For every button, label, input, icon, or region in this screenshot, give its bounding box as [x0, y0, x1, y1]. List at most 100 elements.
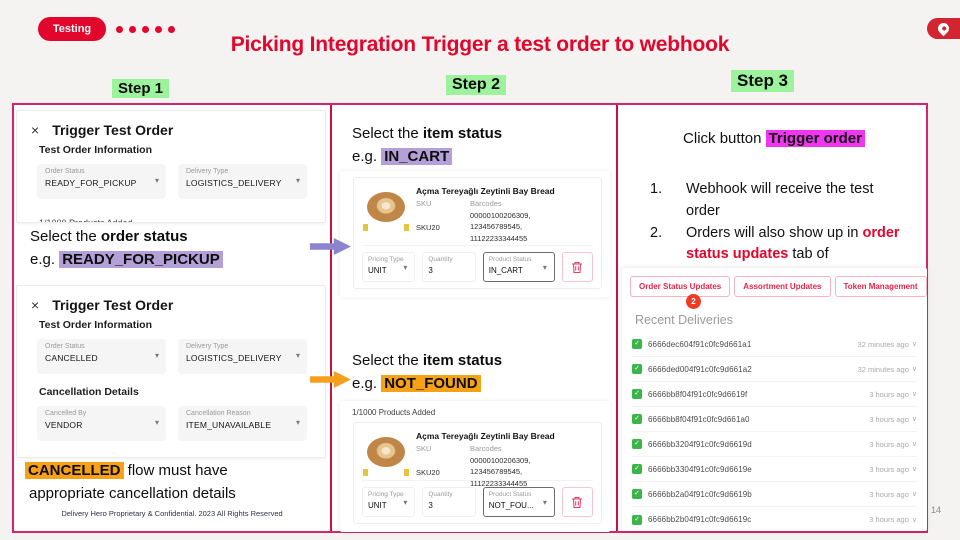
in-cart-highlight: IN_CART — [381, 148, 453, 166]
panel-divider — [616, 105, 618, 531]
barcode-value: 00000100206309, — [470, 211, 531, 220]
delivery-hero-pin-icon — [935, 20, 952, 37]
delivery-type-dropdown[interactable]: Delivery Type LOGISTICS_DELIVERY ▾ — [178, 164, 307, 199]
delete-item-button[interactable] — [561, 487, 594, 517]
quantity-field[interactable]: Quantity 3 — [422, 487, 476, 517]
chevron-down-icon: ▾ — [295, 351, 300, 360]
field-label: Delivery Type — [186, 168, 229, 175]
sku-label: SKU — [416, 444, 432, 453]
dot-icon — [142, 26, 149, 33]
product-status-dropdown[interactable]: Product Status IN_CART ▾ — [482, 252, 555, 282]
cancellation-reason-dropdown[interactable]: Cancellation Reason ITEM_UNAVAILABLE ▾ — [178, 406, 307, 441]
delete-item-button[interactable] — [561, 252, 594, 282]
slide-title: Picking Integration Trigger a test order… — [230, 33, 730, 56]
tab-assortment-updates[interactable]: Assortment Updates — [734, 276, 831, 297]
step2-label: Step 2 — [446, 75, 507, 95]
ready-for-pickup-highlight: READY_FOR_PICKUP — [59, 251, 223, 269]
trash-icon — [572, 496, 583, 508]
field-value: ITEM_UNAVAILABLE — [186, 420, 272, 430]
product-card-not-found: 1/1000 Products Added Açma Tereyağlı Zey… — [340, 401, 610, 532]
delivery-row[interactable]: ✓ 6666bb2a04f91c0fc9d6619b 3 hours ago ∨ — [632, 482, 917, 507]
not-found-highlight: NOT_FOUND — [381, 375, 481, 393]
chevron-down-icon[interactable]: ∨ — [911, 466, 917, 473]
close-icon[interactable]: × — [31, 297, 40, 313]
delivery-row[interactable]: ✓ 6666bb3204f91c0fc9d6619d 3 hours ago ∨ — [632, 432, 917, 457]
order-status-updates-emphasis: order status updates — [686, 224, 900, 263]
products-added-counter: 1/1000 Products Added — [352, 408, 436, 417]
sku-value: SKU20 — [416, 223, 440, 232]
price-tag-icon — [363, 224, 368, 231]
bread-photo — [367, 192, 405, 222]
product-name: Açma Tereyağlı Zeytinli Bay Bread — [416, 186, 555, 196]
chevron-down-icon[interactable]: ∨ — [911, 516, 917, 524]
delivery-row[interactable]: ✓ 6666bb2b04f91c0fc9d6619c 3 hours ago ∨ — [632, 507, 917, 532]
dot-icon — [129, 26, 136, 33]
field-value: LOGISTICS_DELIVERY — [186, 353, 282, 363]
chevron-down-icon[interactable]: ∨ — [911, 391, 917, 398]
product-status-dropdown[interactable]: Product Status NOT_FOU... ▾ — [482, 487, 555, 517]
barcode-value: 123456789545, — [470, 467, 523, 477]
field-label: Order Status — [45, 168, 85, 175]
delivery-type-dropdown[interactable]: Delivery Type LOGISTICS_DELIVERY ▾ — [178, 339, 307, 374]
bread-photo — [367, 437, 405, 467]
delivery-row[interactable]: ✓ 6666bb3304f91c0fc9d6619e 3 hours ago ∨ — [632, 457, 917, 482]
field-label: Order Status — [45, 343, 85, 350]
order-status-updates-panel: Order Status Updates Assortment Updates … — [622, 268, 927, 531]
field-label: Cancelled By — [45, 410, 87, 417]
dialog-title: Trigger Test Order — [52, 297, 174, 313]
chevron-down-icon: ▾ — [154, 176, 159, 185]
field-value: LOGISTICS_DELIVERY — [186, 178, 282, 188]
cancelled-by-dropdown[interactable]: Cancelled By VENDOR ▾ — [37, 406, 166, 441]
chevron-down-icon: ▾ — [295, 418, 300, 427]
tab-token-management[interactable]: Token Management — [834, 276, 927, 297]
delivery-row[interactable]: ✓ 6666bb8f04f91c0fc9d6619f 3 hours ago ∨ — [632, 382, 917, 407]
trash-icon — [572, 261, 583, 273]
barcode-value: 00000100206309, — [470, 456, 531, 465]
barcodes-label: Barcodes — [470, 444, 502, 453]
panel-divider — [330, 105, 332, 531]
check-icon: ✓ — [632, 364, 642, 374]
sku-value: SKU20 — [416, 468, 440, 477]
field-value: VENDOR — [45, 420, 83, 430]
product-card-in-cart: Açma Tereyağlı Zeytinli Bay Bread SKU SK… — [340, 171, 610, 297]
chevron-down-icon[interactable]: ∨ — [911, 441, 917, 448]
pricing-type-dropdown[interactable]: Pricing Type UNIT ▾ — [362, 487, 416, 517]
quantity-field[interactable]: Quantity 3 — [422, 252, 476, 282]
chevron-down-icon[interactable]: ∨ — [911, 341, 917, 348]
delivery-row[interactable]: ✓ 6666bb8f04f91c0fc9d661a0 3 hours ago ∨ — [632, 407, 917, 432]
dot-icon — [155, 26, 162, 33]
page-number: 14 — [931, 505, 942, 515]
order-status-dropdown[interactable]: Order Status CANCELLED ▾ — [37, 339, 166, 374]
chevron-down-icon[interactable]: ∨ — [911, 491, 917, 498]
steps-frame: × Trigger Test Order Test Order Informat… — [12, 103, 928, 533]
chevron-down-icon: ▾ — [154, 351, 159, 360]
chevron-down-icon[interactable]: ∨ — [911, 416, 917, 423]
cancelled-highlight: CANCELLED — [25, 462, 124, 479]
trigger-order-highlight: Trigger order — [765, 130, 865, 147]
check-icon: ✓ — [632, 489, 642, 499]
close-icon[interactable]: × — [31, 122, 40, 138]
field-value: CANCELLED — [45, 353, 98, 363]
check-icon: ✓ — [632, 414, 642, 424]
pricing-type-dropdown[interactable]: Pricing Type UNIT ▾ — [362, 252, 416, 282]
delivery-row[interactable]: ✓ 6666ded004f91c0fc9d661a2 32 minutes ag… — [632, 357, 917, 382]
trigger-test-order-dialog-1: × Trigger Test Order Test Order Informat… — [16, 110, 326, 223]
tab-order-status-updates[interactable]: Order Status Updates — [630, 276, 731, 297]
delivery-row[interactable]: ✓ 6666dec604f91c0fc9d661a1 32 minutes ag… — [632, 332, 917, 357]
sku-label: SKU — [416, 199, 432, 208]
field-value: READY_FOR_PICKUP — [45, 178, 137, 188]
item-status-note-2: Select the item status e.g. NOT_FOUND — [352, 352, 503, 393]
check-icon: ✓ — [632, 514, 642, 525]
list-item: 2. Orders will also show up in order sta… — [650, 224, 900, 263]
product-image — [360, 429, 412, 479]
step3-label: Step 3 — [731, 70, 795, 92]
step1-label: Step 1 — [112, 79, 170, 98]
barcode-value: 11122233344455 — [470, 478, 528, 488]
clipped-products-counter: 1/1000 Products Added — [39, 218, 133, 222]
chevron-down-icon[interactable]: ∨ — [911, 366, 917, 373]
check-icon: ✓ — [632, 389, 642, 399]
order-status-dropdown[interactable]: Order Status READY_FOR_PICKUP ▾ — [37, 164, 166, 199]
item-status-note-1: Select the item status e.g. IN_CART — [352, 125, 503, 166]
chevron-down-icon: ▾ — [403, 498, 408, 507]
price-tag-icon — [404, 469, 409, 476]
